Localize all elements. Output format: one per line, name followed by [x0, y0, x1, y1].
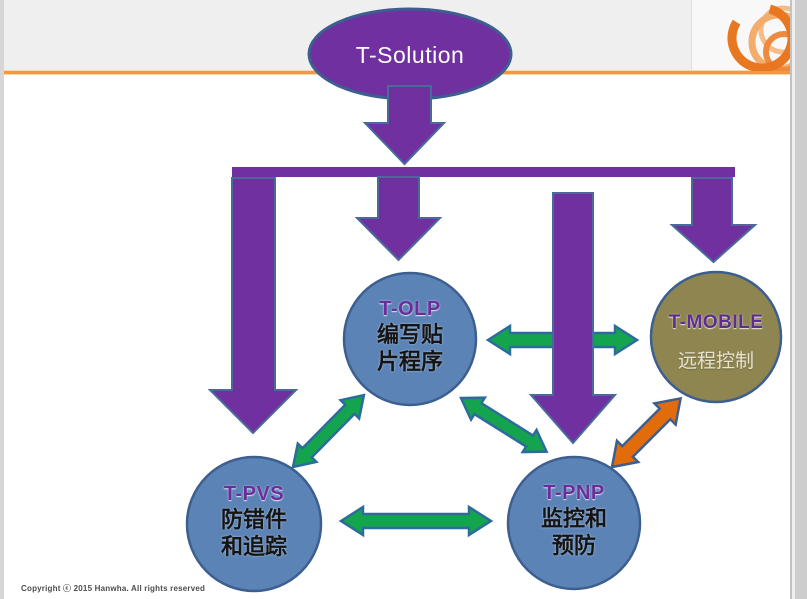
window-edge-left [0, 0, 4, 599]
window-edge-right [795, 0, 807, 599]
window-edge-pad [792, 0, 795, 599]
arrow-root-to-bar [362, 85, 447, 166]
arrow-tpvs-tpnp [338, 504, 494, 538]
slide-right-border [790, 0, 792, 599]
arrow-tolp-tpnp [459, 396, 549, 454]
node-title: T-PVS [223, 483, 285, 505]
node-t-pvs-shape [185, 455, 323, 593]
node-t-mobile-shape [649, 270, 783, 404]
node-text-line: 预防 [551, 534, 596, 559]
node-t-olp-shape [342, 271, 478, 407]
arrow-bar-to-tpvs [207, 177, 299, 435]
arrow-tpvs-tolp [291, 393, 366, 469]
node-text-line: 编写贴 [376, 323, 443, 348]
node-t-mobile-label: T-MOBILE 远程控制 [646, 310, 786, 375]
node-title: T-MOBILE [668, 312, 764, 333]
arrow-tpnp-tmobile [610, 396, 683, 469]
node-title: T-PNP [543, 482, 605, 504]
node-t-pnp-shape [506, 455, 642, 591]
node-title: T-OLP [379, 298, 441, 320]
node-text-line: 监控和 [540, 507, 607, 532]
arrow-bar-to-tolp [354, 176, 443, 262]
node-text-line: 防错件 [220, 508, 287, 533]
arrow-bar-to-tpnp [528, 192, 618, 445]
node-text-line: 远程控制 [677, 350, 754, 372]
hub-bar [232, 167, 735, 177]
node-t-olp-label: T-OLP 编写贴 片程序 [340, 297, 480, 376]
node-text-line: 片程序 [376, 350, 443, 375]
copyright-text: Copyright ⓒ 2015 Hanwha. All rights rese… [21, 584, 206, 593]
node-t-solution-label: T-Solution [355, 42, 465, 68]
node-text-line: 和追踪 [220, 535, 287, 560]
node-t-pnp-label: T-PNP 监控和 预防 [504, 481, 644, 560]
arrow-bar-to-tmobile [669, 177, 758, 264]
node-t-pvs-label: T-PVS 防错件 和追踪 [184, 482, 324, 561]
